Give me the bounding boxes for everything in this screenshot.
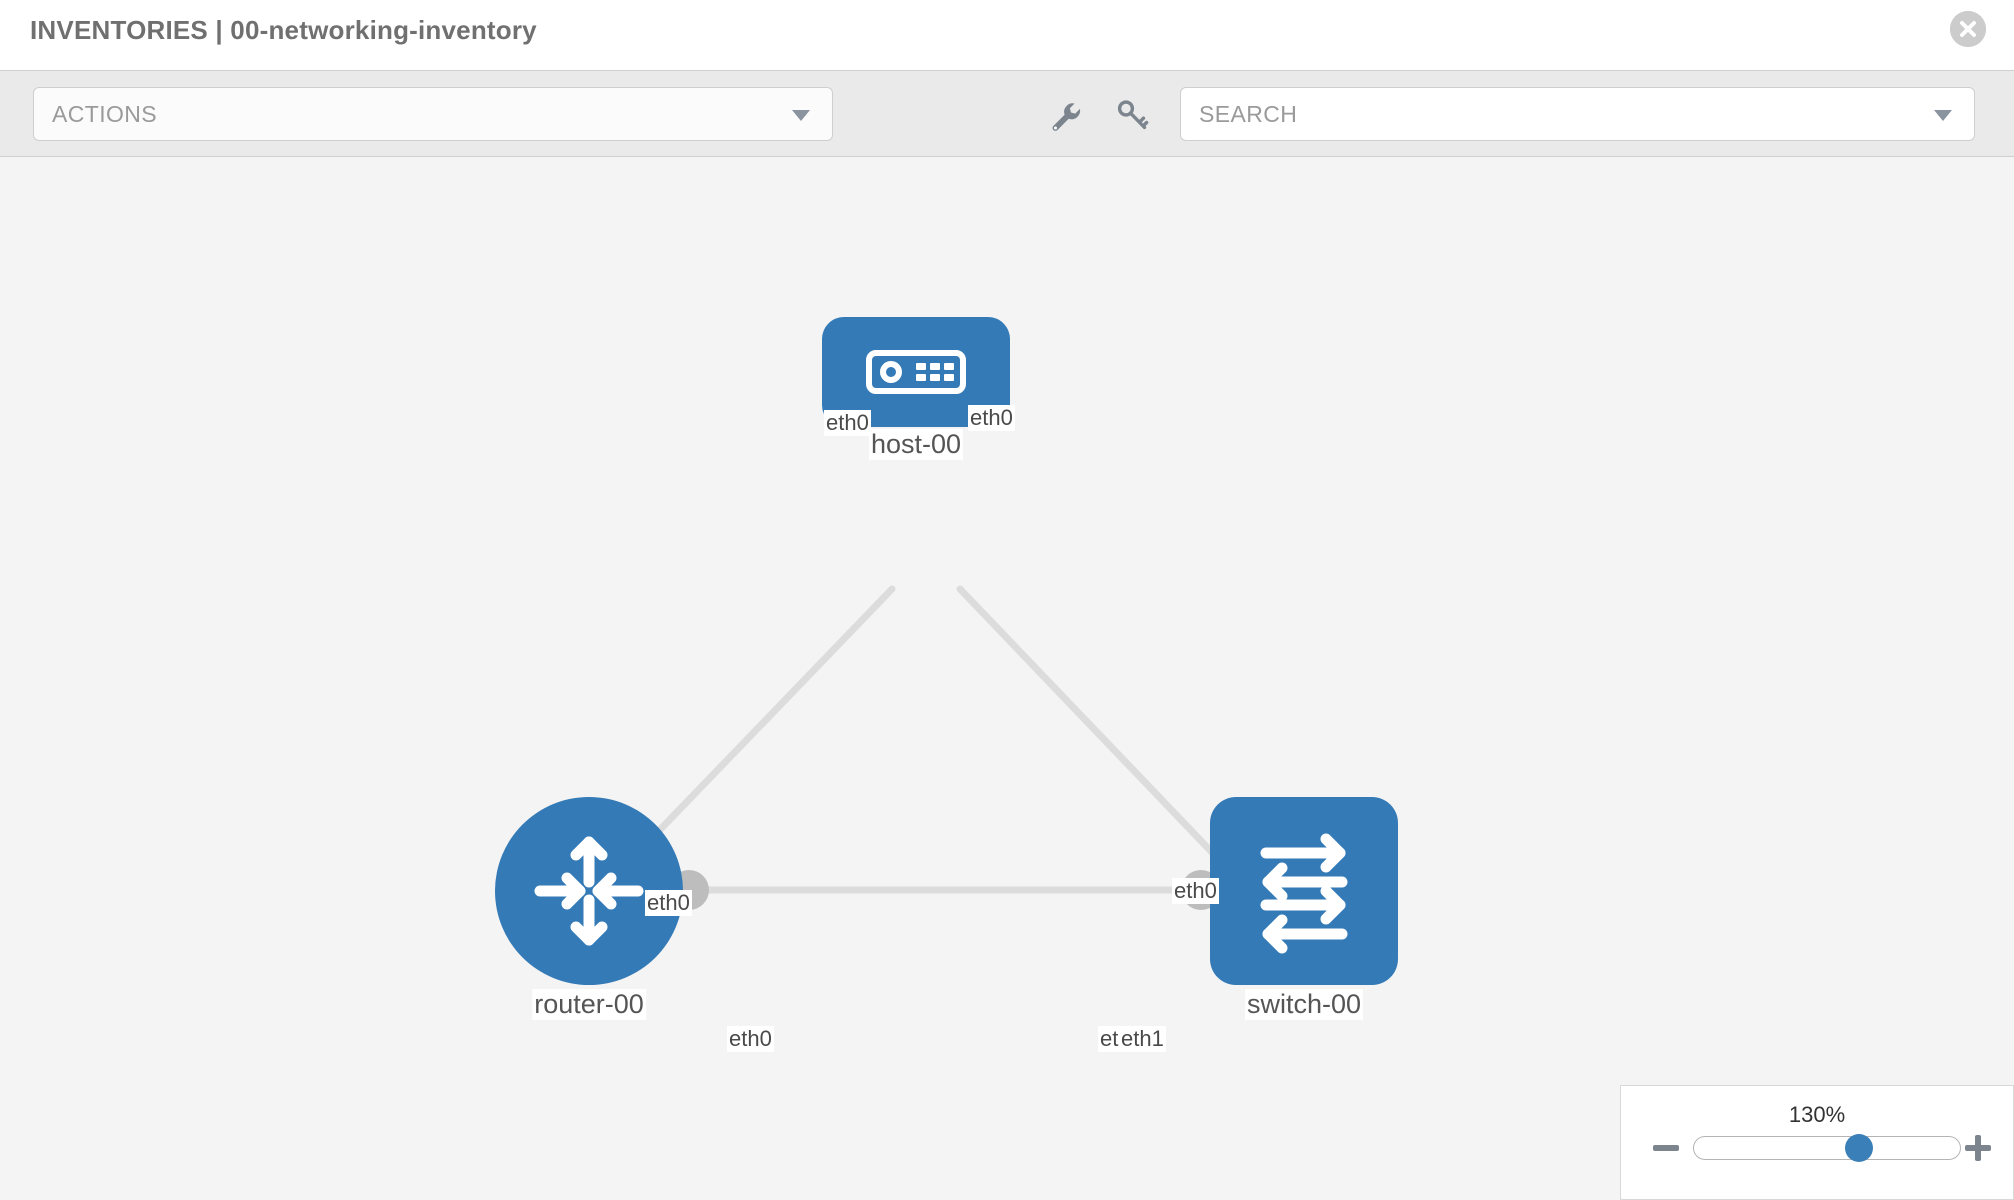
zoom-slider-thumb[interactable]	[1844, 1134, 1873, 1162]
minus-icon[interactable]	[1649, 1131, 1683, 1165]
plus-icon[interactable]	[1961, 1131, 1995, 1165]
switch-arrows-icon	[1260, 833, 1348, 954]
chevron-down-icon	[792, 110, 810, 121]
node-host-00-label: host-00	[868, 429, 964, 460]
topology-canvas[interactable]: host-00 router-00	[0, 157, 2014, 1200]
link-host-switch	[956, 585, 1254, 896]
search-input[interactable]: SEARCH	[1180, 87, 1975, 141]
node-switch-00-label: switch-00	[1244, 989, 1364, 1020]
key-icon[interactable]	[1112, 95, 1152, 135]
node-host-00[interactable]: host-00	[822, 317, 1010, 460]
close-icon[interactable]	[1950, 11, 1986, 47]
node-switch-00[interactable]: switch-00	[1210, 797, 1398, 1027]
iface-label-router-top: eth0	[645, 890, 692, 916]
router-arrows-icon	[534, 836, 644, 946]
page-title: INVENTORIES | 00-networking-inventory	[30, 15, 537, 45]
window-header: INVENTORIES | 00-networking-inventory	[0, 0, 2014, 70]
topology-links	[596, 585, 1254, 896]
actions-dropdown[interactable]: ACTIONS	[33, 87, 833, 141]
zoom-control-panel: 130%	[1620, 1085, 2014, 1200]
node-switch-00-shape[interactable]	[1210, 797, 1398, 985]
iface-label-host-left: eth0	[824, 410, 871, 436]
search-placeholder: SEARCH	[1199, 101, 1298, 127]
iface-label-host-right: eth0	[968, 405, 1015, 431]
actions-dropdown-label: ACTIONS	[52, 101, 158, 127]
iface-label-switch-top: eth0	[1172, 878, 1219, 904]
toolbar: ACTIONS SEARCH	[0, 70, 2014, 157]
iface-label-switch-left1: eth1	[1119, 1026, 1166, 1052]
wrench-icon[interactable]	[1044, 95, 1084, 135]
iface-label-router-right: eth0	[727, 1026, 774, 1052]
zoom-level-value: 130%	[1788, 1102, 1846, 1127]
chevron-down-icon[interactable]	[1934, 110, 1952, 121]
zoom-slider-track[interactable]	[1693, 1134, 1961, 1162]
server-device-icon	[866, 350, 966, 394]
node-router-00-label: router-00	[532, 989, 646, 1020]
